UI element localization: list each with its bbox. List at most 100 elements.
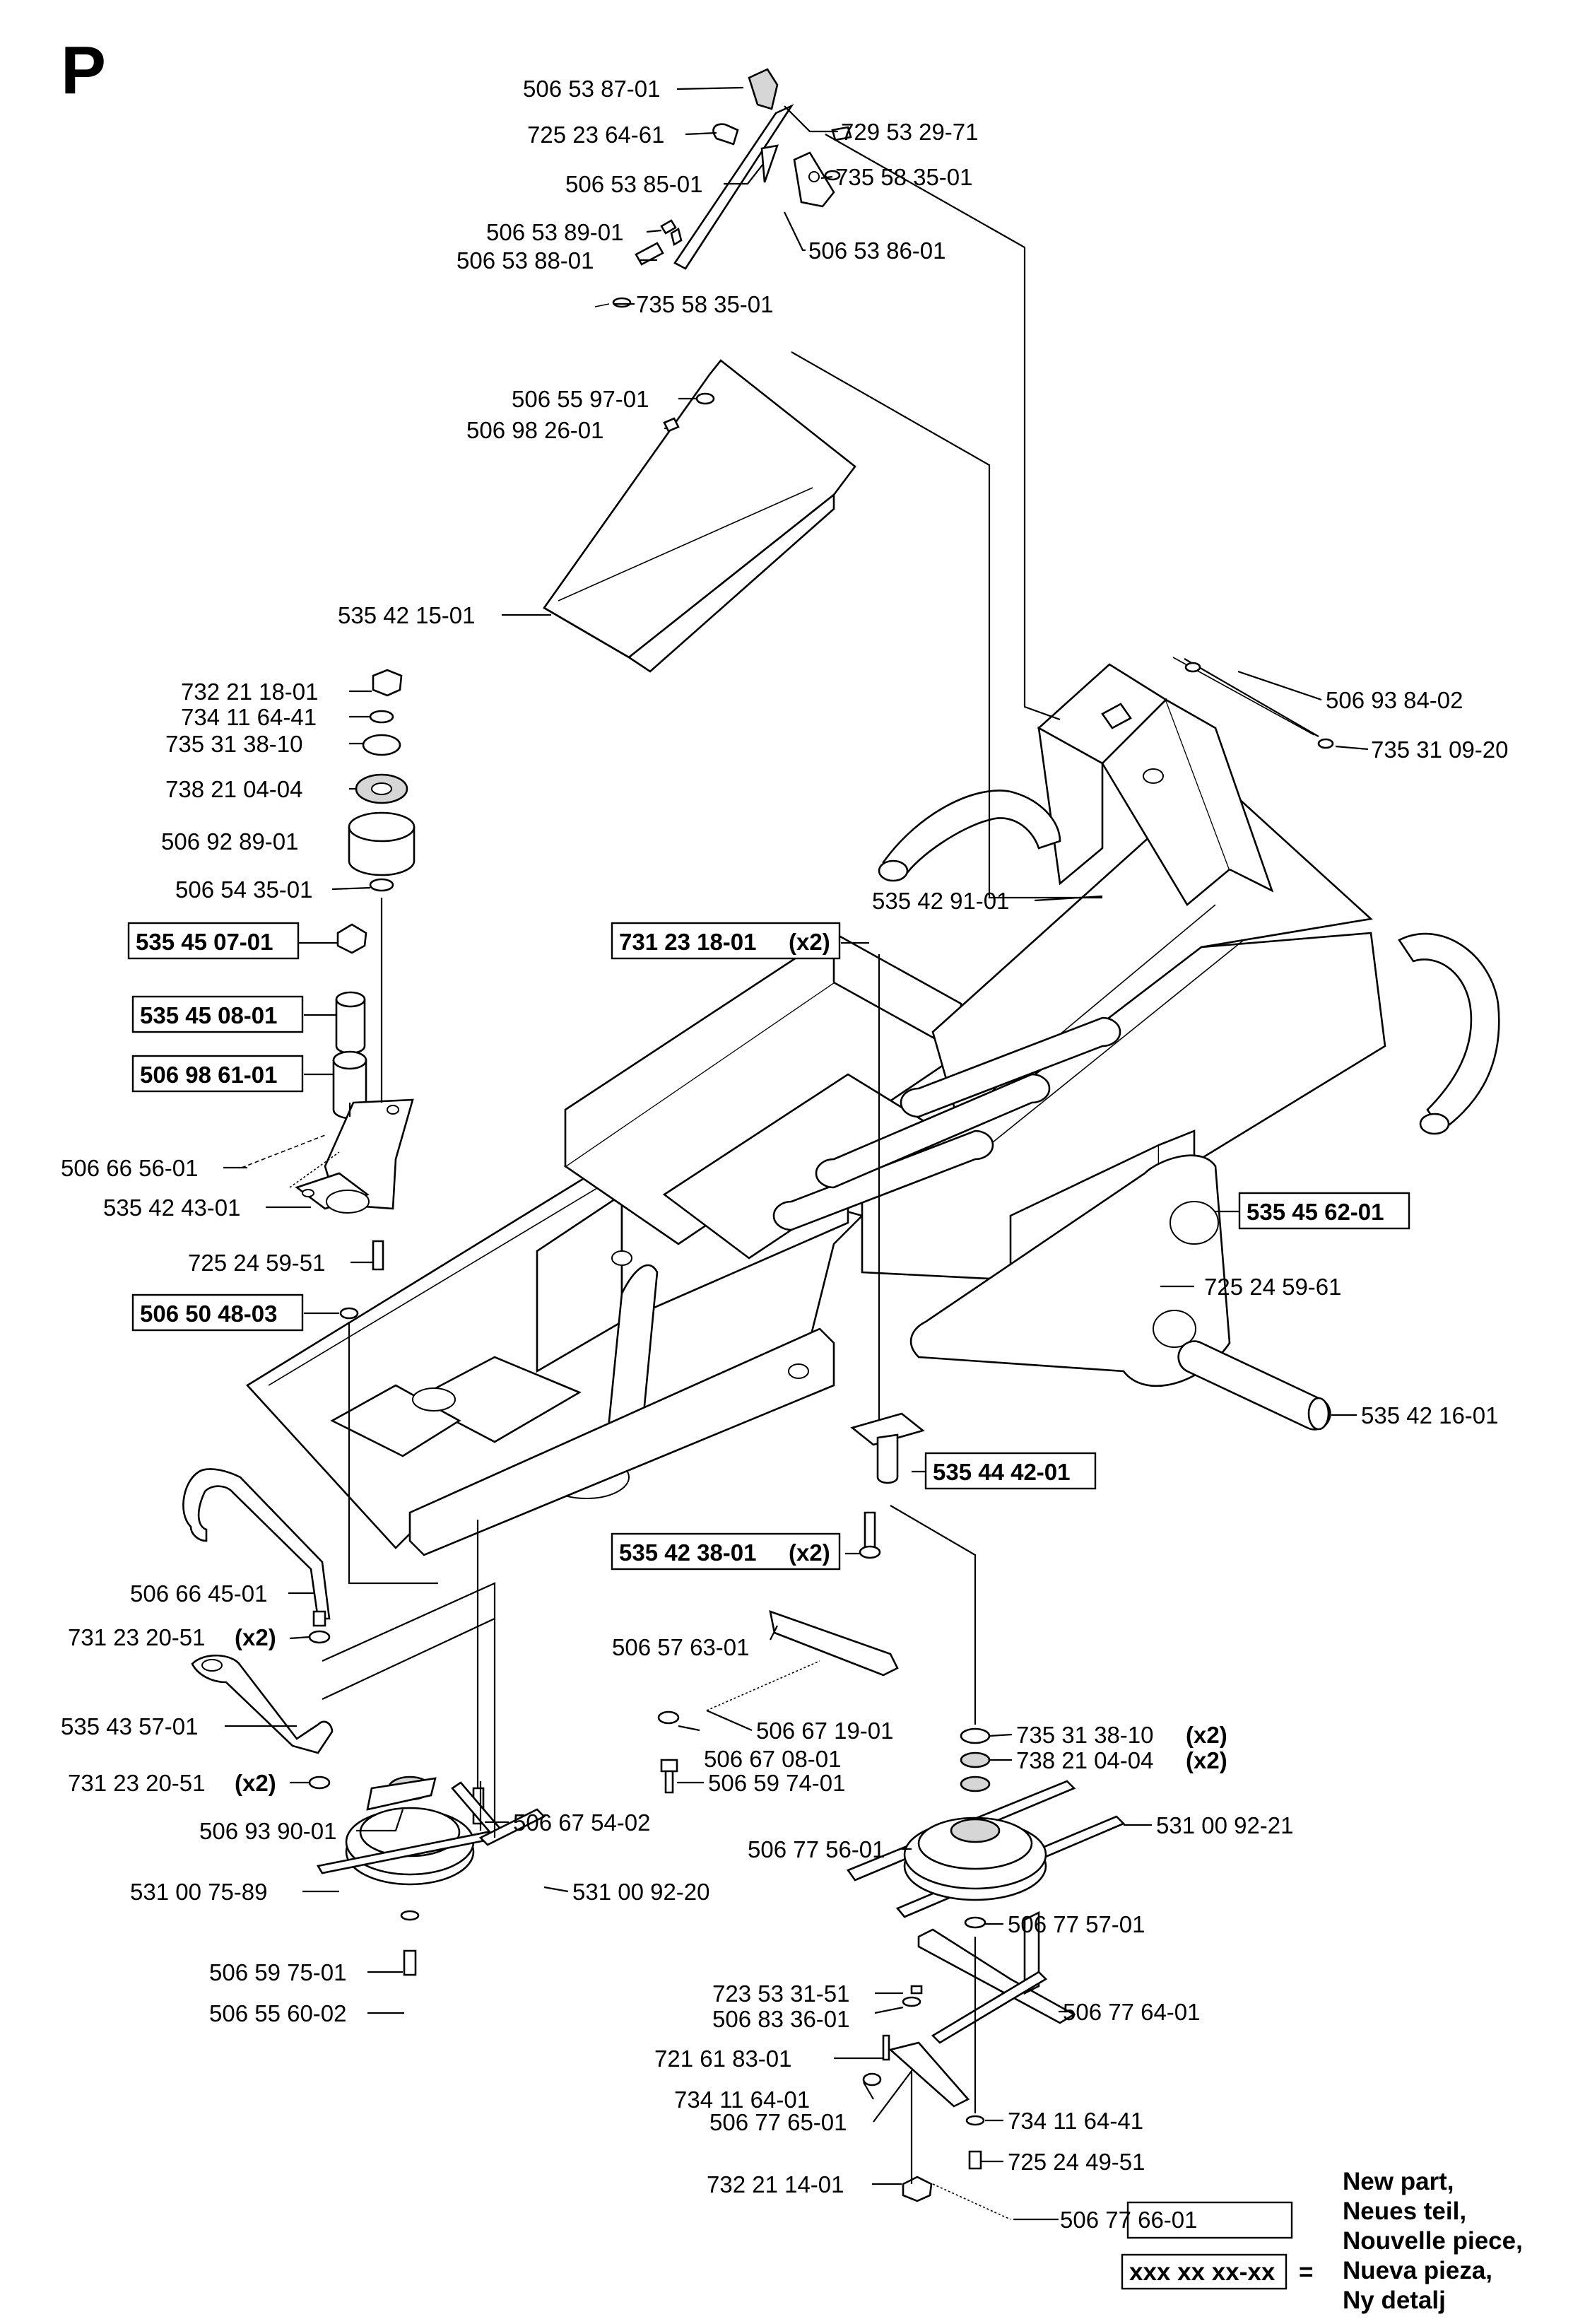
callout-725-24-59-61: 725 24 59-61 bbox=[1204, 1274, 1342, 1300]
callout-535-42-38-01-qty: (x2) bbox=[789, 1539, 830, 1566]
callout-506-93-90-01: 506 93 90-01 bbox=[199, 1818, 337, 1844]
callout-506-59-75-01: 506 59 75-01 bbox=[209, 1959, 347, 1985]
callout-734-11-64-01: 734 11 64-01 bbox=[674, 2087, 810, 2113]
callout-725-24-49-51: 725 24 49-51 bbox=[1008, 2149, 1145, 2175]
callout-506-92-89-01: 506 92 89-01 bbox=[161, 828, 299, 855]
mount-bracket bbox=[850, 1412, 925, 1559]
callout-506-55-60-02: 506 55 60-02 bbox=[209, 2000, 347, 2026]
callout-506-77-65-01: 506 77 65-01 bbox=[709, 2109, 847, 2135]
pivot-pin bbox=[1177, 1340, 1331, 1431]
callout-731-23-18-01-qty: (x2) bbox=[789, 929, 830, 955]
callout-535-45-62-01: 535 45 62-01 bbox=[1247, 1199, 1384, 1225]
callout-506-54-35-01: 506 54 35-01 bbox=[175, 876, 313, 903]
page-letter: P bbox=[61, 33, 106, 108]
callout-732-21-14-01: 732 21 14-01 bbox=[707, 2171, 844, 2197]
callout-721-61-83-01: 721 61 83-01 bbox=[654, 2046, 792, 2072]
callout-734-11-64-41-top: 734 11 64-41 bbox=[181, 704, 317, 730]
callout-506-57-63-01: 506 57 63-01 bbox=[612, 1634, 750, 1660]
callout-506-53-85-01: 506 53 85-01 bbox=[565, 171, 703, 197]
callout-506-77-64-01: 506 77 64-01 bbox=[1063, 1999, 1201, 2025]
callout-731-23-20-51-bottom: 731 23 20-51 bbox=[68, 1770, 206, 1796]
legend-sample-box bbox=[1121, 2253, 1288, 2290]
callout-531-00-92-21: 531 00 92-21 bbox=[1156, 1812, 1294, 1838]
callout-735-31-38-10-bottom: 735 31 38-10 bbox=[1016, 1722, 1154, 1748]
callout-506-53-87-01: 506 53 87-01 bbox=[523, 76, 661, 102]
callout-738-21-04-04-bottom: 738 21 04-04 bbox=[1016, 1747, 1154, 1773]
new-part-boxes bbox=[127, 922, 1410, 2239]
callout-734-11-64-41-bottom: 734 11 64-41 bbox=[1008, 2108, 1143, 2134]
brake-pedal-linkage bbox=[594, 68, 852, 308]
callout-735-58-35-01-top: 735 58 35-01 bbox=[835, 164, 973, 190]
callout-506-77-56-01: 506 77 56-01 bbox=[748, 1836, 885, 1862]
pulley-right bbox=[846, 1727, 1126, 1929]
callout-535-45-07-01: 535 45 07-01 bbox=[136, 929, 273, 955]
callout-731-23-20-51-top: 731 23 20-51 bbox=[68, 1624, 206, 1650]
callout-506-77-57-01: 506 77 57-01 bbox=[1008, 1911, 1145, 1937]
idler-bracket bbox=[191, 1654, 334, 1790]
main-frame bbox=[245, 663, 1386, 1556]
callout-535-42-38-01: 535 42 38-01 bbox=[619, 1539, 757, 1566]
callout-506-59-74-01: 506 59 74-01 bbox=[708, 1770, 846, 1796]
steering-arm bbox=[241, 1098, 414, 1320]
callout-735-31-09-20: 735 31 09-20 bbox=[1371, 736, 1509, 763]
callout-535-42-16-01: 535 42 16-01 bbox=[1361, 1402, 1499, 1428]
handle-bar bbox=[878, 790, 1500, 1135]
callout-729-53-29-71: 729 53 29-71 bbox=[841, 119, 979, 145]
callout-506-53-88-01: 506 53 88-01 bbox=[456, 247, 594, 274]
callout-535-43-57-01: 535 43 57-01 bbox=[61, 1713, 199, 1739]
callout-735-31-38-10-bottom-qty: (x2) bbox=[1186, 1722, 1227, 1748]
callout-506-66-45-01: 506 66 45-01 bbox=[130, 1580, 268, 1607]
lower-bracket bbox=[862, 1911, 1076, 2202]
callout-731-23-20-51-top-qty: (x2) bbox=[235, 1624, 276, 1650]
steering-stack bbox=[332, 669, 416, 1120]
clevis-rod bbox=[182, 1468, 331, 1644]
legend-line-5: Ny detalj bbox=[1343, 2287, 1446, 2314]
callout-725-23-64-61: 725 23 64-61 bbox=[527, 122, 665, 148]
idler-plate bbox=[769, 1610, 899, 1677]
callout-725-24-59-51: 725 24 59-51 bbox=[188, 1250, 326, 1276]
callout-723-53-31-51: 723 53 31-51 bbox=[712, 1980, 850, 2007]
callout-535-44-42-01: 535 44 42-01 bbox=[933, 1459, 1071, 1485]
legend-line-3: Nouvelle piece, bbox=[1343, 2227, 1523, 2255]
leader-lines bbox=[223, 86, 1369, 2221]
callout-738-21-04-04-top: 738 21 04-04 bbox=[165, 776, 303, 802]
legend-line-1: New part, bbox=[1343, 2168, 1454, 2195]
callout-506-77-66-01: 506 77 66-01 bbox=[1060, 2207, 1198, 2233]
pulley-left bbox=[316, 1776, 546, 1976]
callout-506-83-36-01: 506 83 36-01 bbox=[712, 2006, 850, 2032]
callout-531-00-92-20: 531 00 92-20 bbox=[572, 1879, 710, 1905]
cover-plate bbox=[543, 359, 856, 673]
callout-531-00-75-89: 531 00 75-89 bbox=[130, 1879, 268, 1905]
callout-labels: 506 53 87-01 725 23 64-61 729 53 29-71 5… bbox=[61, 76, 1509, 2233]
callout-506-53-86-01: 506 53 86-01 bbox=[808, 237, 946, 264]
callout-506-53-89-01: 506 53 89-01 bbox=[486, 219, 624, 245]
callout-731-23-18-01: 731 23 18-01 bbox=[619, 929, 757, 955]
rod bbox=[1172, 657, 1334, 749]
callout-732-21-18-01: 732 21 18-01 bbox=[181, 679, 319, 705]
callout-535-42-15-01: 535 42 15-01 bbox=[338, 602, 476, 628]
legend-box-text: xxx xx xx-xx bbox=[1129, 2258, 1276, 2286]
callout-506-55-97-01: 506 55 97-01 bbox=[512, 386, 649, 412]
springs bbox=[289, 1151, 1011, 2220]
bolt-group bbox=[472, 1710, 680, 1825]
new-part-legend: New part, Neues teil, Nouvelle piece, Nu… bbox=[1121, 2168, 1523, 2314]
legend-line-4: Nueva pieza, bbox=[1343, 2257, 1492, 2284]
callout-535-45-08-01: 535 45 08-01 bbox=[140, 1002, 278, 1028]
callout-506-67-19-01: 506 67 19-01 bbox=[756, 1718, 894, 1744]
callout-506-67-08-01: 506 67 08-01 bbox=[704, 1746, 842, 1772]
callout-738-21-04-04-bottom-qty: (x2) bbox=[1186, 1747, 1227, 1773]
callout-506-98-26-01: 506 98 26-01 bbox=[466, 417, 604, 443]
callout-506-66-56-01: 506 66 56-01 bbox=[61, 1155, 199, 1181]
legend-equals: = bbox=[1299, 2258, 1313, 2286]
parts-artwork bbox=[182, 68, 1500, 2220]
callout-506-67-54-02: 506 67 54-02 bbox=[513, 1809, 651, 1836]
callout-506-50-48-03: 506 50 48-03 bbox=[140, 1301, 278, 1327]
callout-731-23-20-51-bottom-qty: (x2) bbox=[235, 1770, 276, 1796]
legend-line-2: Neues teil, bbox=[1343, 2197, 1466, 2225]
callout-535-42-43-01: 535 42 43-01 bbox=[103, 1195, 241, 1221]
callout-735-58-35-01-bottom: 735 58 35-01 bbox=[636, 291, 774, 317]
callout-735-31-38-10-top: 735 31 38-10 bbox=[165, 731, 303, 757]
callout-535-42-91-01: 535 42 91-01 bbox=[872, 888, 1010, 914]
callout-506-93-84-02: 506 93 84-02 bbox=[1326, 687, 1463, 713]
callout-506-98-61-01: 506 98 61-01 bbox=[140, 1062, 278, 1088]
